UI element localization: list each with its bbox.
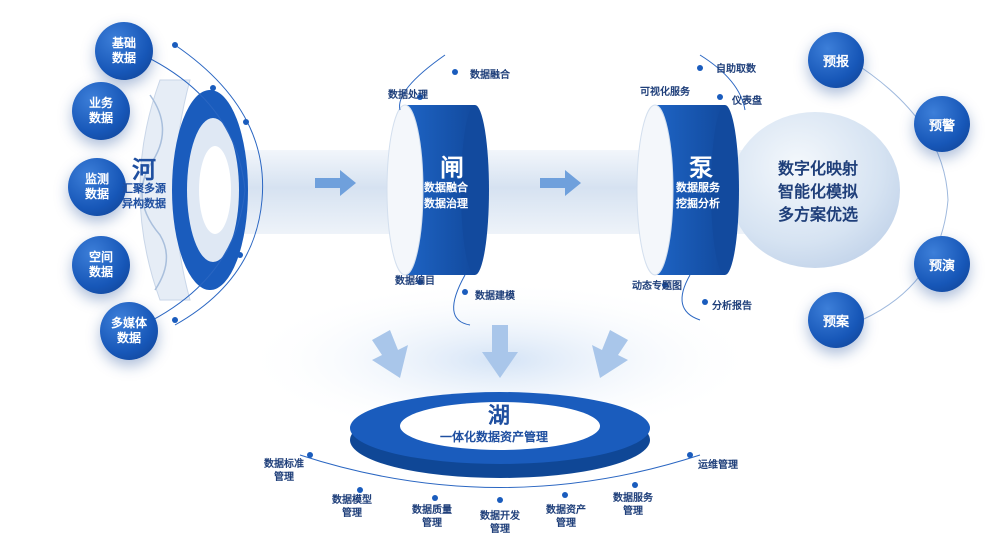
gate-label-catalog: 数据编目 xyxy=(395,276,435,287)
gate-title: 闸 xyxy=(440,154,464,182)
arrow-right-1 xyxy=(315,170,356,196)
lake-label-asset: 数据资产 管理 xyxy=(546,505,586,529)
pump-label-thematic-map: 动态专题图 xyxy=(632,281,682,292)
pump-face xyxy=(636,104,674,276)
pump-label-dashboard: 仪表盘 xyxy=(732,96,762,107)
pump-label-report: 分析报告 xyxy=(712,301,752,312)
river-line2: 异构数据 xyxy=(122,197,166,210)
pump-label-visualization: 可视化服务 xyxy=(640,87,690,98)
source-business-data: 业务 数据 xyxy=(72,82,130,140)
sphere-line2: 智能化模拟 xyxy=(778,182,859,201)
output-plan: 预案 xyxy=(808,292,864,348)
pump-title: 泵 xyxy=(689,154,713,182)
lake-subtitle: 一体化数据资产管理 xyxy=(440,430,549,444)
source-multimedia-data: 多媒体 数据 xyxy=(100,302,158,360)
lake-label-quality: 数据质量 管理 xyxy=(412,505,452,529)
lake-label-model: 数据模型 管理 xyxy=(332,495,372,519)
scenario-sphere xyxy=(730,112,900,268)
output-rehearsal: 预演 xyxy=(914,236,970,292)
gate-label-processing: 数据处理 xyxy=(388,90,428,101)
pump-line2: 挖掘分析 xyxy=(676,197,720,210)
arrow-down-right xyxy=(592,330,628,378)
arrow-down-left xyxy=(372,330,408,378)
sphere-line1: 数字化映射 xyxy=(778,159,859,178)
pump-label-self-service: 自助取数 xyxy=(716,64,756,75)
source-spatial-data: 空间 数据 xyxy=(72,236,130,294)
arrow-right-2 xyxy=(540,170,581,196)
pump-line1: 数据服务 xyxy=(676,181,720,194)
gate-line2: 数据治理 xyxy=(424,197,468,210)
lake-label-service: 数据服务 管理 xyxy=(613,493,653,517)
arrow-down-center xyxy=(482,325,518,378)
lake-title: 湖 xyxy=(488,404,511,429)
lake-label-standard: 数据标准 管理 xyxy=(264,459,304,483)
gate-label-fusion: 数据融合 xyxy=(470,70,510,81)
gate-line1: 数据融合 xyxy=(424,181,468,194)
lake-label-ops: 运维管理 xyxy=(698,460,738,471)
gate-label-modeling: 数据建模 xyxy=(475,291,515,302)
river-line1: 汇聚多源 xyxy=(122,182,166,195)
gate-face xyxy=(386,104,424,276)
lake-disc-top xyxy=(400,402,600,450)
output-warning: 预警 xyxy=(914,96,970,152)
sphere-line3: 多方案优选 xyxy=(778,205,859,224)
source-monitoring-data: 监测 数据 xyxy=(68,158,126,216)
output-forecast: 预报 xyxy=(808,32,864,88)
river-title: 河 xyxy=(132,156,156,184)
lake-label-development: 数据开发 管理 xyxy=(480,511,520,535)
source-basic-data: 基础 数据 xyxy=(95,22,153,80)
